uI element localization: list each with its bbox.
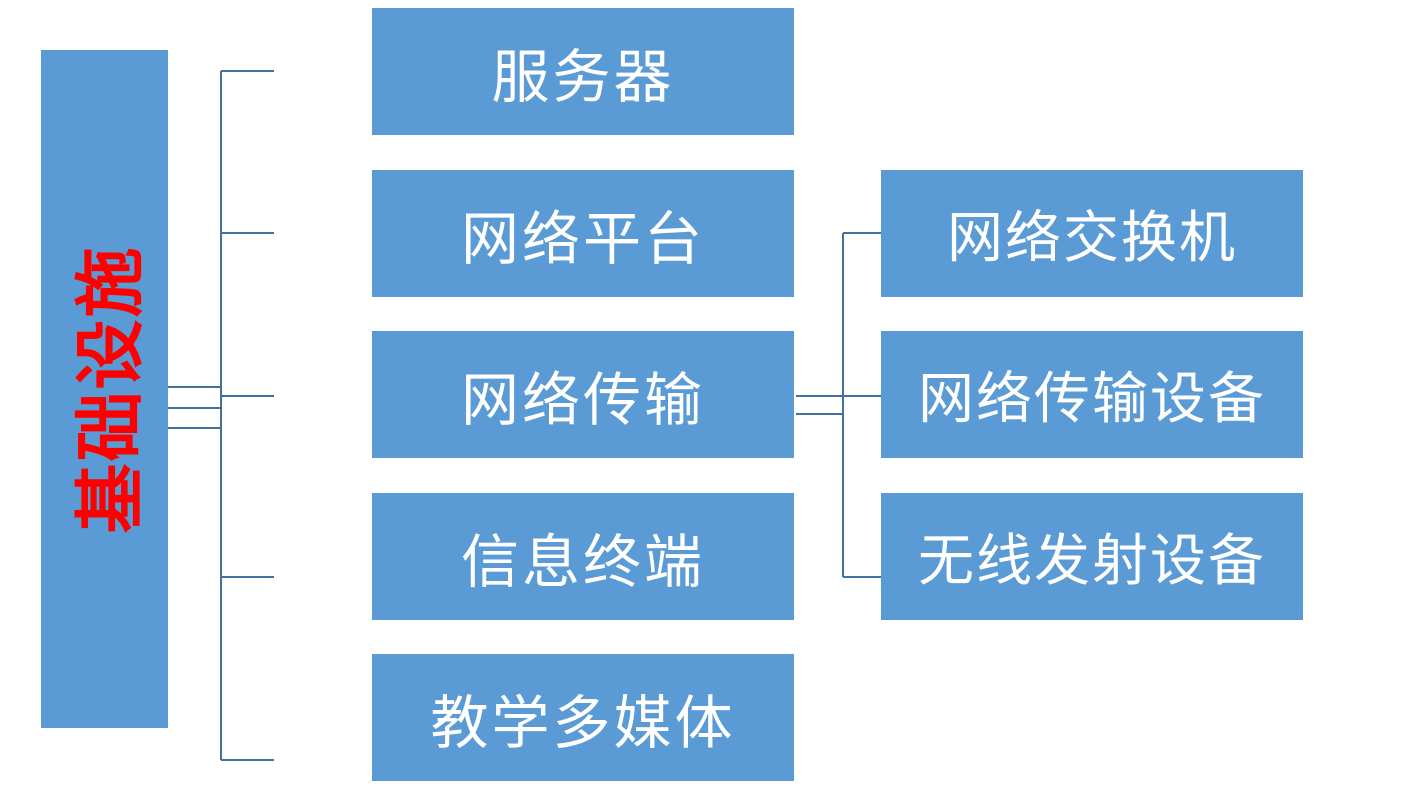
root-node-label: 基础设施 — [68, 245, 151, 533]
node-network-transmission-device-label: 网络传输设备 — [918, 367, 1266, 432]
node-teaching-multimedia-label: 教学多媒体 — [430, 688, 736, 757]
node-network-transmission-label: 网络传输 — [460, 365, 705, 434]
node-network-switch-label: 网络交换机 — [947, 206, 1237, 271]
node-network-platform: 网络平台 — [372, 170, 794, 297]
node-wireless-transmitter-label: 无线发射设备 — [918, 529, 1266, 594]
node-network-switch: 网络交换机 — [881, 170, 1303, 297]
node-network-platform-label: 网络平台 — [460, 204, 705, 273]
node-server: 服务器 — [372, 8, 794, 135]
node-information-terminal: 信息终端 — [372, 493, 794, 620]
node-teaching-multimedia: 教学多媒体 — [372, 654, 794, 781]
node-network-transmission: 网络传输 — [372, 331, 794, 458]
node-server-label: 服务器 — [491, 42, 675, 111]
node-wireless-transmitter: 无线发射设备 — [881, 493, 1303, 620]
root-node-infrastructure: 基础设施 — [41, 50, 168, 728]
node-information-terminal-label: 信息终端 — [460, 527, 705, 596]
node-network-transmission-device: 网络传输设备 — [881, 331, 1303, 458]
